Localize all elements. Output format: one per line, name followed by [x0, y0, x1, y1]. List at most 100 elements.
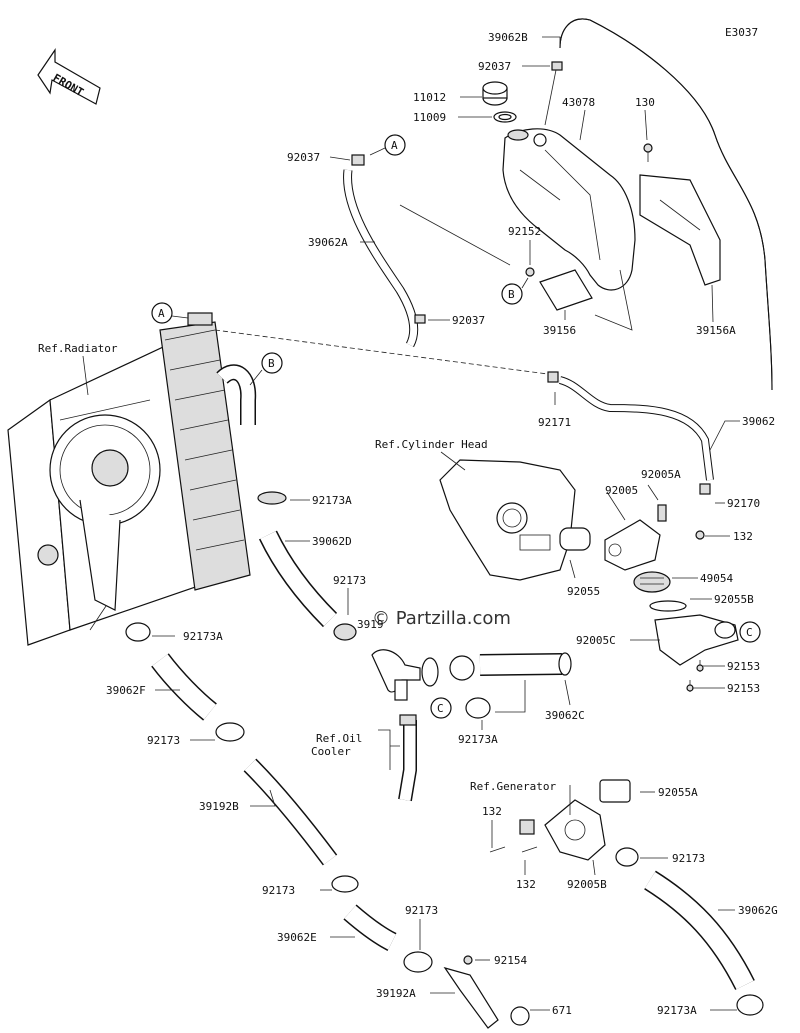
- radiator-fan: [49, 399, 161, 631]
- part-39062F: 39062F: [106, 684, 146, 697]
- o-ring-671: [510, 1006, 530, 1026]
- marker-c-hose: C: [430, 697, 452, 719]
- part-92173-left: 92173: [147, 734, 180, 747]
- part-3919: 3919: [357, 618, 384, 631]
- cylinder-head: [439, 459, 576, 581]
- part-92037-left: 92037: [287, 151, 320, 164]
- ref-generator-label: Ref.Generator: [470, 780, 556, 793]
- ref-oil-cooler-label-2: Cooler: [311, 745, 351, 758]
- ref-cylinder-head-label: Ref.Cylinder Head: [375, 438, 488, 451]
- part-671: 671: [552, 1004, 572, 1017]
- part-39156: 39156: [543, 324, 576, 337]
- bolts-92153: [686, 660, 704, 692]
- part-92153-1: 92153: [727, 660, 760, 673]
- gasket-92055: [559, 527, 591, 551]
- part-92152: 92152: [508, 225, 541, 238]
- part-92173A-c: 92173A: [458, 733, 498, 746]
- tank-neck: [507, 129, 529, 141]
- part-92005A: 92005A: [641, 468, 681, 481]
- part-39062A: 39062A: [308, 236, 348, 249]
- leader-lines: [82, 36, 740, 1011]
- clamp-92173-bottom: [403, 951, 433, 973]
- pipe-fitting: [371, 649, 421, 701]
- water-pump-cover-92005B: [519, 799, 606, 861]
- radiator-cap-fitting: [37, 312, 213, 566]
- svg-text:B: B: [268, 357, 275, 370]
- clamp-92173A-left: [125, 622, 151, 642]
- part-39192B: 39192B: [199, 800, 239, 813]
- ref-radiator-label: Ref.Radiator: [38, 342, 118, 355]
- svg-text:A: A: [158, 307, 165, 320]
- gasket-92055A: [599, 779, 631, 803]
- part-92037-bottom: 92037: [452, 314, 485, 327]
- clip-92037-left: [351, 154, 365, 166]
- part-49054: 49054: [700, 572, 733, 585]
- part-92005: 92005: [605, 484, 638, 497]
- bleeder-92005A: [657, 504, 667, 522]
- tank-pad: [539, 269, 593, 311]
- part-92055B: 92055B: [714, 593, 754, 606]
- marker-b-radiator: B: [249, 352, 283, 386]
- thermostat-49054: [633, 571, 671, 593]
- clamp-92173-1: [333, 623, 357, 641]
- clamp-92173-gen: [615, 847, 639, 867]
- clamp-92173A-bottom: [736, 994, 764, 1016]
- watermark: © Partzilla.com: [372, 608, 511, 629]
- ref-oil-cooler-label-1: Ref.Oil: [316, 732, 362, 745]
- part-92170: 92170: [727, 497, 760, 510]
- marker-b-tank: B: [501, 277, 529, 305]
- part-92005B: 92005B: [567, 878, 607, 891]
- reservoir-cap: [482, 81, 508, 106]
- part-92173A-bottom: 92173A: [657, 1004, 697, 1017]
- part-92154: 92154: [494, 954, 527, 967]
- marker-a-top: A: [369, 134, 406, 156]
- bolt-132-1: [695, 530, 705, 540]
- part-132-thermostat: 132: [733, 530, 753, 543]
- diagram-code: E3037: [725, 26, 758, 39]
- reservoir-tank: [502, 128, 636, 291]
- part-39156A: 39156A: [696, 324, 736, 337]
- part-92037-top: 92037: [478, 60, 511, 73]
- svg-text:B: B: [508, 288, 515, 301]
- part-132-gen-upper: 132: [482, 805, 502, 818]
- o-ring-92055B: [649, 600, 687, 612]
- nut-92152: [525, 267, 535, 277]
- part-92153-2: 92153: [727, 682, 760, 695]
- thermostat-cover-92005C: [654, 614, 739, 666]
- part-39062E: 39062E: [277, 931, 317, 944]
- part-92055: 92055: [567, 585, 600, 598]
- part-11012: 11012: [413, 91, 446, 104]
- marker-c-thermostat: C: [739, 621, 761, 643]
- pipe-39192A: [443, 955, 499, 1029]
- front-arrow: FRONT: [37, 48, 101, 105]
- clamp-92173A-3: [465, 697, 491, 719]
- bolt-92154: [463, 955, 473, 965]
- clip-92037-top: [551, 61, 563, 71]
- thermostat-housing: [604, 483, 711, 571]
- part-92173-gen: 92173: [672, 852, 705, 865]
- svg-text:A: A: [391, 139, 398, 152]
- part-92173-bottom: 92173: [405, 904, 438, 917]
- clamp-92173A-upper: [257, 491, 287, 505]
- part-130: 130: [635, 96, 655, 109]
- part-39062G: 39062G: [738, 904, 778, 917]
- part-39062B: 39062B: [488, 31, 528, 44]
- part-11009: 11009: [413, 111, 446, 124]
- part-39192A: 39192A: [376, 987, 416, 1000]
- part-92055A: 92055A: [658, 786, 698, 799]
- part-43078: 43078: [562, 96, 595, 109]
- part-39062C: 39062C: [545, 709, 585, 722]
- svg-text:C: C: [746, 626, 753, 639]
- part-132-gen-lower: 132: [516, 878, 536, 891]
- part-39062: 39062: [742, 415, 775, 428]
- part-92173A-left: 92173A: [183, 630, 223, 643]
- clip-92037-bottom: [414, 314, 426, 324]
- bolt-130: [643, 143, 653, 162]
- clamp-92173-left: [215, 722, 245, 742]
- part-92171: 92171: [538, 416, 571, 429]
- part-92005C: 92005C: [576, 634, 616, 647]
- clip-92170: [699, 483, 711, 495]
- tank-bracket: [639, 174, 721, 286]
